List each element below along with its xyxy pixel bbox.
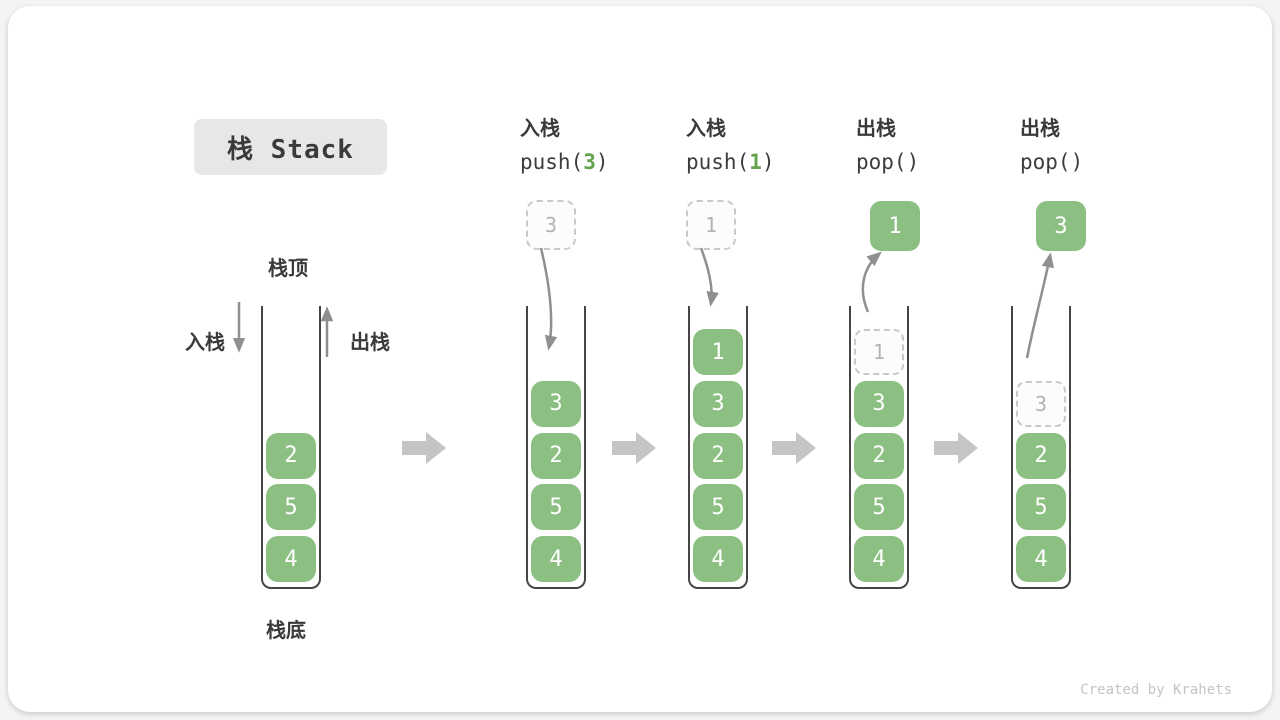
pop-arrow-label: 出栈	[350, 330, 390, 354]
stack-cell: 5	[531, 484, 581, 531]
operation-header-pop-1: 出栈 pop()	[856, 112, 1006, 174]
code-pre: pop(	[856, 150, 907, 174]
next-step-arrow-icon	[772, 432, 816, 464]
stack-cell: 3	[531, 380, 581, 427]
code-post: )	[906, 150, 920, 174]
operation-code: push(1)	[686, 150, 836, 174]
next-step-arrow-icon	[402, 432, 446, 464]
footer-credit: Created by Krahets	[1080, 682, 1232, 698]
stack-cell: 2	[266, 432, 316, 479]
code-arg: 1	[749, 150, 762, 174]
operation-name: 出栈	[856, 116, 896, 140]
stack-top-label: 栈顶	[268, 256, 308, 280]
stack-container-after-pop-3: 4 5 2 3	[1011, 306, 1071, 589]
stack-cell: 4	[693, 536, 743, 582]
push-1-curve-arrow-icon	[699, 247, 719, 307]
code-pre: push(	[520, 150, 584, 174]
operation-name: 出栈	[1020, 116, 1060, 140]
diagram-card: 栈 Stack 栈顶 栈底 入栈 出栈 入栈 push(3) 入栈 push(1…	[8, 6, 1272, 712]
operation-name: 入栈	[686, 116, 726, 140]
stack-cell: 1	[693, 329, 743, 376]
stack-cell: 3	[693, 380, 743, 427]
stack-cell: 4	[266, 536, 316, 582]
code-pre: pop(	[1020, 150, 1071, 174]
stack-cell: 2	[693, 432, 743, 479]
operation-header-push-1: 入栈 push(1)	[686, 112, 836, 174]
stack-cell: 5	[854, 484, 904, 531]
stack-container-initial: 4 5 2	[261, 306, 321, 589]
code-pre: push(	[686, 150, 750, 174]
stack-cell: 2	[1016, 432, 1066, 479]
stack-cell: 4	[531, 536, 581, 582]
operation-name: 入栈	[520, 116, 560, 140]
floating-value-box: 3	[1036, 201, 1086, 251]
operation-code: pop()	[856, 150, 1006, 174]
code-post: )	[595, 150, 609, 174]
stack-bottom-label: 栈底	[266, 618, 306, 642]
code-post: )	[761, 150, 775, 174]
code-arg: 3	[583, 150, 596, 174]
floating-value-box: 1	[686, 200, 736, 250]
stack-cell: 5	[1016, 484, 1066, 531]
operation-header-push-3: 入栈 push(3)	[520, 112, 670, 174]
code-post: )	[1070, 150, 1084, 174]
next-step-arrow-icon	[612, 432, 656, 464]
ghost-cell: 1	[854, 329, 904, 376]
floating-value-box: 3	[526, 200, 576, 250]
operation-code: pop()	[1020, 150, 1170, 174]
ghost-cell: 3	[1016, 380, 1066, 427]
stack-cell: 4	[854, 536, 904, 582]
operation-code: push(3)	[520, 150, 670, 174]
push-arrow-label: 入栈	[185, 330, 225, 354]
stack-cell: 5	[693, 484, 743, 531]
stack-container-after-push-3: 4 5 2 3	[526, 306, 586, 589]
operation-header-pop-3: 出栈 pop()	[1020, 112, 1170, 174]
stack-cell: 2	[854, 432, 904, 479]
next-step-arrow-icon	[934, 432, 978, 464]
floating-value-box: 1	[870, 201, 920, 251]
pop-1-curve-arrow-icon	[861, 251, 882, 313]
stack-cell: 5	[266, 484, 316, 531]
diagram-title: 栈 Stack	[194, 119, 387, 175]
stack-cell: 3	[854, 380, 904, 427]
stack-cell: 2	[531, 432, 581, 479]
stack-cell: 4	[1016, 536, 1066, 582]
